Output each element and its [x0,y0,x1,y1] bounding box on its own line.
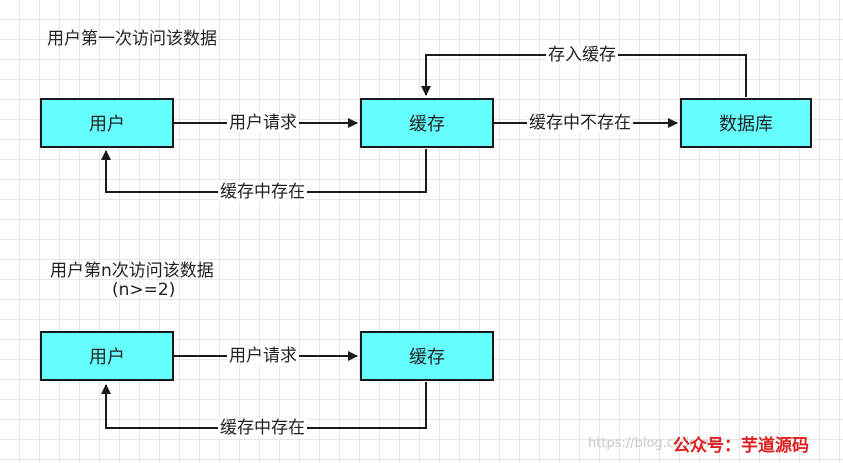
edge-label-request-1: 用户请求 [227,113,299,133]
edge-label-cache-hit-2: 缓存中存在 [218,418,307,438]
edge-label-request-2: 用户请求 [227,346,299,366]
diagram2-subtitle: (n>=2) [112,280,176,300]
node-database: 数据库 [680,98,812,148]
node-cache-1: 缓存 [360,98,494,148]
edge-label-cache-miss: 缓存中不存在 [527,113,633,133]
node-cache-2: 缓存 [360,331,494,381]
watermark-url: https://blog.csdn.net [588,436,723,451]
node-user-1: 用户 [40,98,174,148]
edge-label-cache-hit-1: 缓存中存在 [218,182,307,202]
brand-label: 公众号：芋道源码 [673,436,809,456]
edge-label-store-cache: 存入缓存 [546,45,618,65]
node-user-2: 用户 [40,331,174,381]
diagram1-title: 用户第一次访问该数据 [47,29,217,49]
diagram2-title: 用户第n次访问该数据 [50,261,214,281]
